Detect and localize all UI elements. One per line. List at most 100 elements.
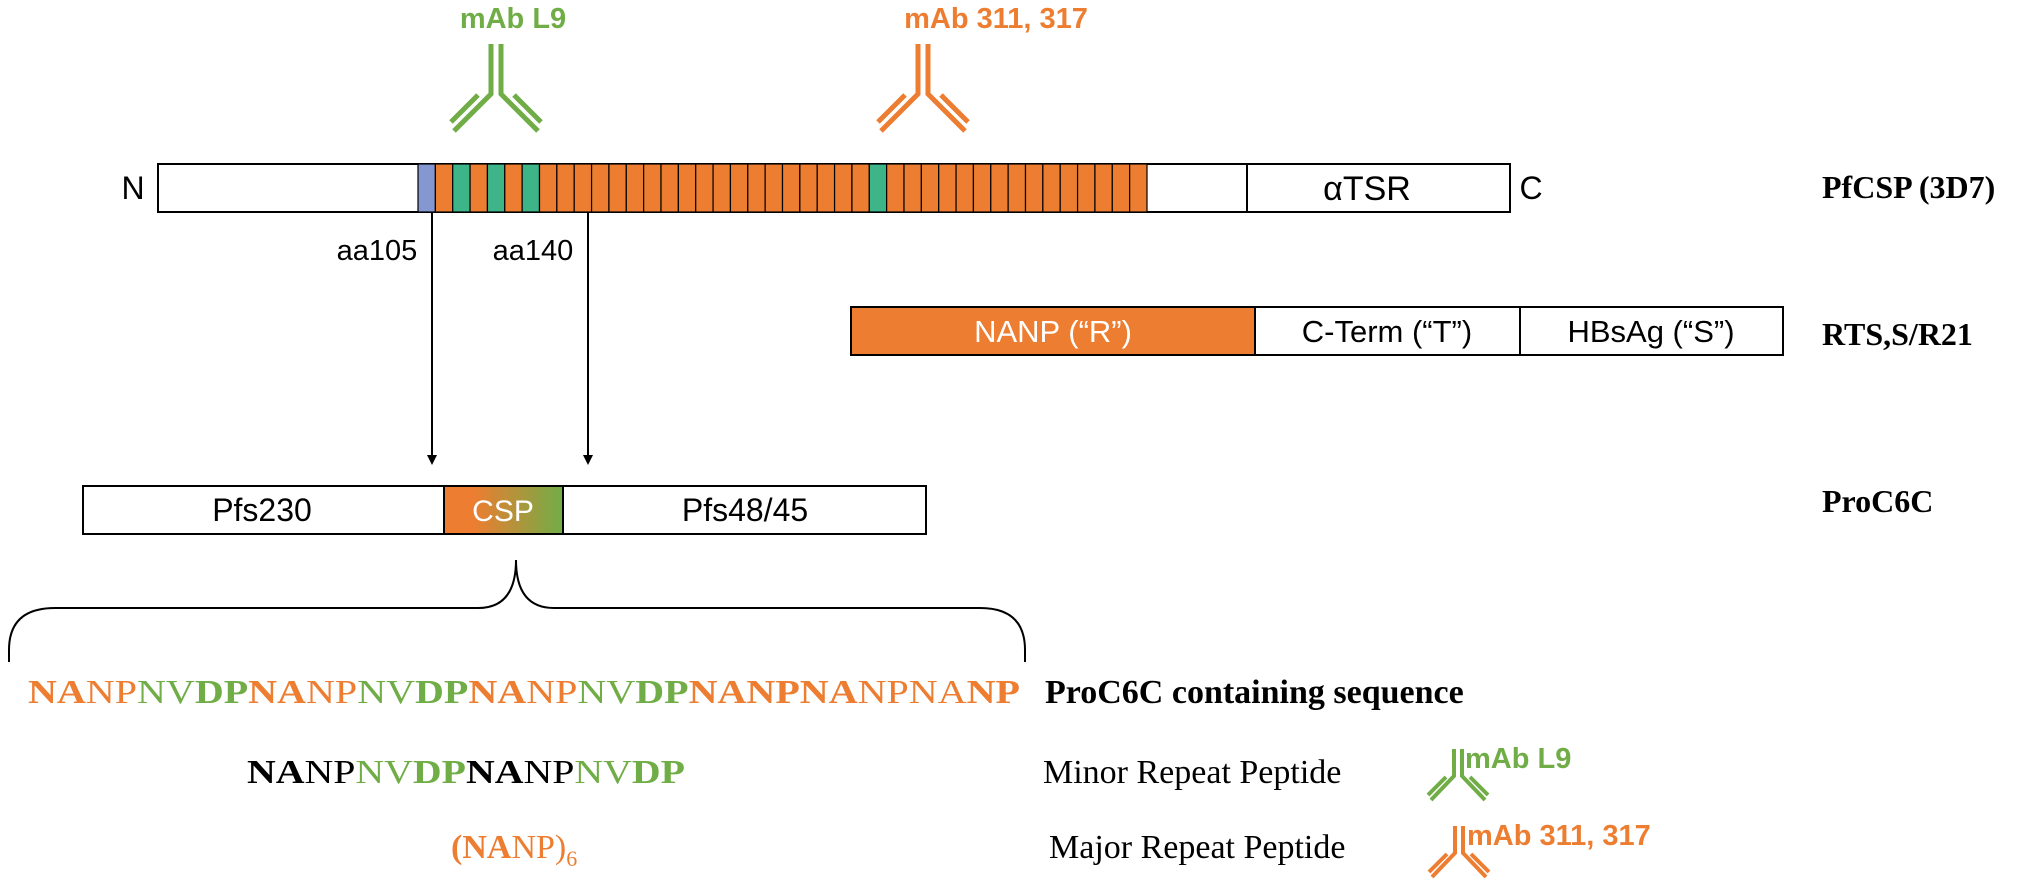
containing-sequence-label: ProC6C containing sequence — [1045, 674, 1464, 711]
repeat-unit — [608, 163, 627, 213]
repeat-unit — [833, 163, 853, 213]
antibody-311-icon — [876, 44, 970, 133]
sequence-segment: NANPNA — [689, 674, 859, 711]
repeat-unit — [781, 163, 801, 213]
sequence-segment: NP — [305, 754, 356, 791]
repeat-unit — [521, 163, 541, 213]
repeat-unit — [452, 163, 471, 213]
repeat-unit — [1129, 163, 1148, 213]
n-terminus-label: N — [121, 170, 144, 206]
minor-antibody-label: mAb L9 — [1465, 743, 1571, 775]
repeat-unit — [1094, 163, 1113, 213]
sequence-segment: ( — [451, 829, 462, 866]
repeat-unit — [1042, 163, 1061, 213]
rts-nanp-segment — [850, 306, 1256, 356]
repeat-unit — [747, 163, 766, 213]
rts-cterm-segment — [1254, 306, 1521, 356]
repeat-unit — [643, 163, 662, 213]
repeat-unit — [1076, 163, 1096, 213]
repeat-region — [417, 163, 1148, 213]
sequence-segment: NPNA — [858, 674, 968, 711]
sequence-segment: DP — [632, 754, 685, 791]
sequence-segment: NP) — [511, 829, 566, 866]
sequence-segment: NA — [247, 754, 305, 791]
sequence-segment: DP — [195, 674, 248, 711]
repeat-unit — [816, 163, 836, 213]
repeat-unit — [729, 163, 749, 213]
sequence-segment: NA — [468, 674, 526, 711]
repeat-unit — [886, 163, 905, 213]
major-repeat-label: Major Repeat Peptide — [1049, 829, 1345, 866]
sequence-segment: 6 — [566, 846, 577, 871]
repeat-unit — [695, 163, 714, 213]
proc6c-pfs4845-segment — [562, 485, 927, 535]
repeat-unit — [903, 163, 922, 213]
repeat-unit — [920, 163, 940, 213]
aa105-label: aa105 — [337, 235, 418, 267]
repeat-unit — [573, 163, 593, 213]
repeat-unit — [851, 163, 870, 213]
rts-cterm-label: C-Term (“T”) — [1302, 314, 1472, 349]
proc6c-pfs230-segment — [82, 485, 445, 535]
tsr-label: αTSR — [1323, 170, 1411, 208]
sequence-segment: NV — [574, 754, 632, 791]
antibody-l9-label: mAb L9 — [460, 3, 566, 35]
repeat-unit — [1024, 163, 1044, 213]
sequence-segment: NV — [137, 674, 195, 711]
sequence-brace — [8, 559, 1026, 662]
antibody-311-label: mAb 311, 317 — [904, 3, 1088, 35]
pfcsp-row-label: PfCSP (3D7) — [1822, 169, 1995, 205]
sequence-segment: NP — [86, 674, 137, 711]
repeat-unit — [469, 163, 489, 213]
sequence-segment: NV — [357, 674, 415, 711]
major-antibody-icon — [1427, 826, 1491, 879]
sequence-segment: NP — [967, 674, 1020, 711]
repeat-unit — [1059, 163, 1079, 213]
major-repeat-sequence: (NANP)6 — [451, 829, 577, 871]
repeat-unit — [712, 163, 732, 213]
sequence-segment: NV — [355, 754, 413, 791]
sequence-segment: NA — [248, 674, 306, 711]
sequence-segment: NP — [306, 674, 357, 711]
repeat-unit — [764, 163, 784, 213]
repeat-unit — [434, 163, 454, 213]
c-terminus-label: C — [1519, 170, 1542, 206]
rts-hbsag-label: HBsAg (“S”) — [1567, 314, 1734, 349]
repeat-unit — [677, 163, 697, 213]
repeat-unit — [625, 163, 645, 213]
repeat-unit — [938, 163, 957, 213]
repeat-unit — [486, 163, 506, 213]
repeat-unit — [868, 163, 888, 213]
repeat-unit — [955, 163, 975, 213]
repeat-unit — [504, 163, 523, 213]
repeat-unit — [990, 163, 1009, 213]
sequence-segment: NA — [28, 674, 86, 711]
rts-row-label: RTS,S/R21 — [1822, 316, 1973, 352]
repeat-unit — [417, 163, 436, 213]
repeat-unit — [1111, 163, 1131, 213]
repeat-unit — [660, 163, 679, 213]
sequence-segment: DP — [415, 674, 468, 711]
repeat-unit — [799, 163, 818, 213]
major-antibody-label: mAb 311, 317 — [1467, 820, 1651, 852]
repeat-unit — [590, 163, 610, 213]
sequence-segment: NP — [526, 674, 577, 711]
proc6c-csp-segment — [443, 485, 564, 535]
sequence-segment: NP — [524, 754, 575, 791]
repeat-unit — [556, 163, 575, 213]
sequence-segment: NV — [577, 674, 635, 711]
aa140-label: aa140 — [493, 235, 574, 267]
proc6c-row-label: ProC6C — [1822, 483, 1933, 519]
sequence-segment: DP — [635, 674, 688, 711]
pfs230-label: Pfs230 — [212, 492, 312, 528]
repeat-unit — [538, 163, 558, 213]
sequence-segment: NA — [466, 754, 524, 791]
rts-hbsag-segment — [1519, 306, 1784, 356]
rts-nanp-label: NANP (“R”) — [974, 314, 1132, 349]
sequence-segment: DP — [413, 754, 466, 791]
pfs4845-label: Pfs48/45 — [682, 492, 808, 528]
repeat-unit — [1007, 163, 1027, 213]
